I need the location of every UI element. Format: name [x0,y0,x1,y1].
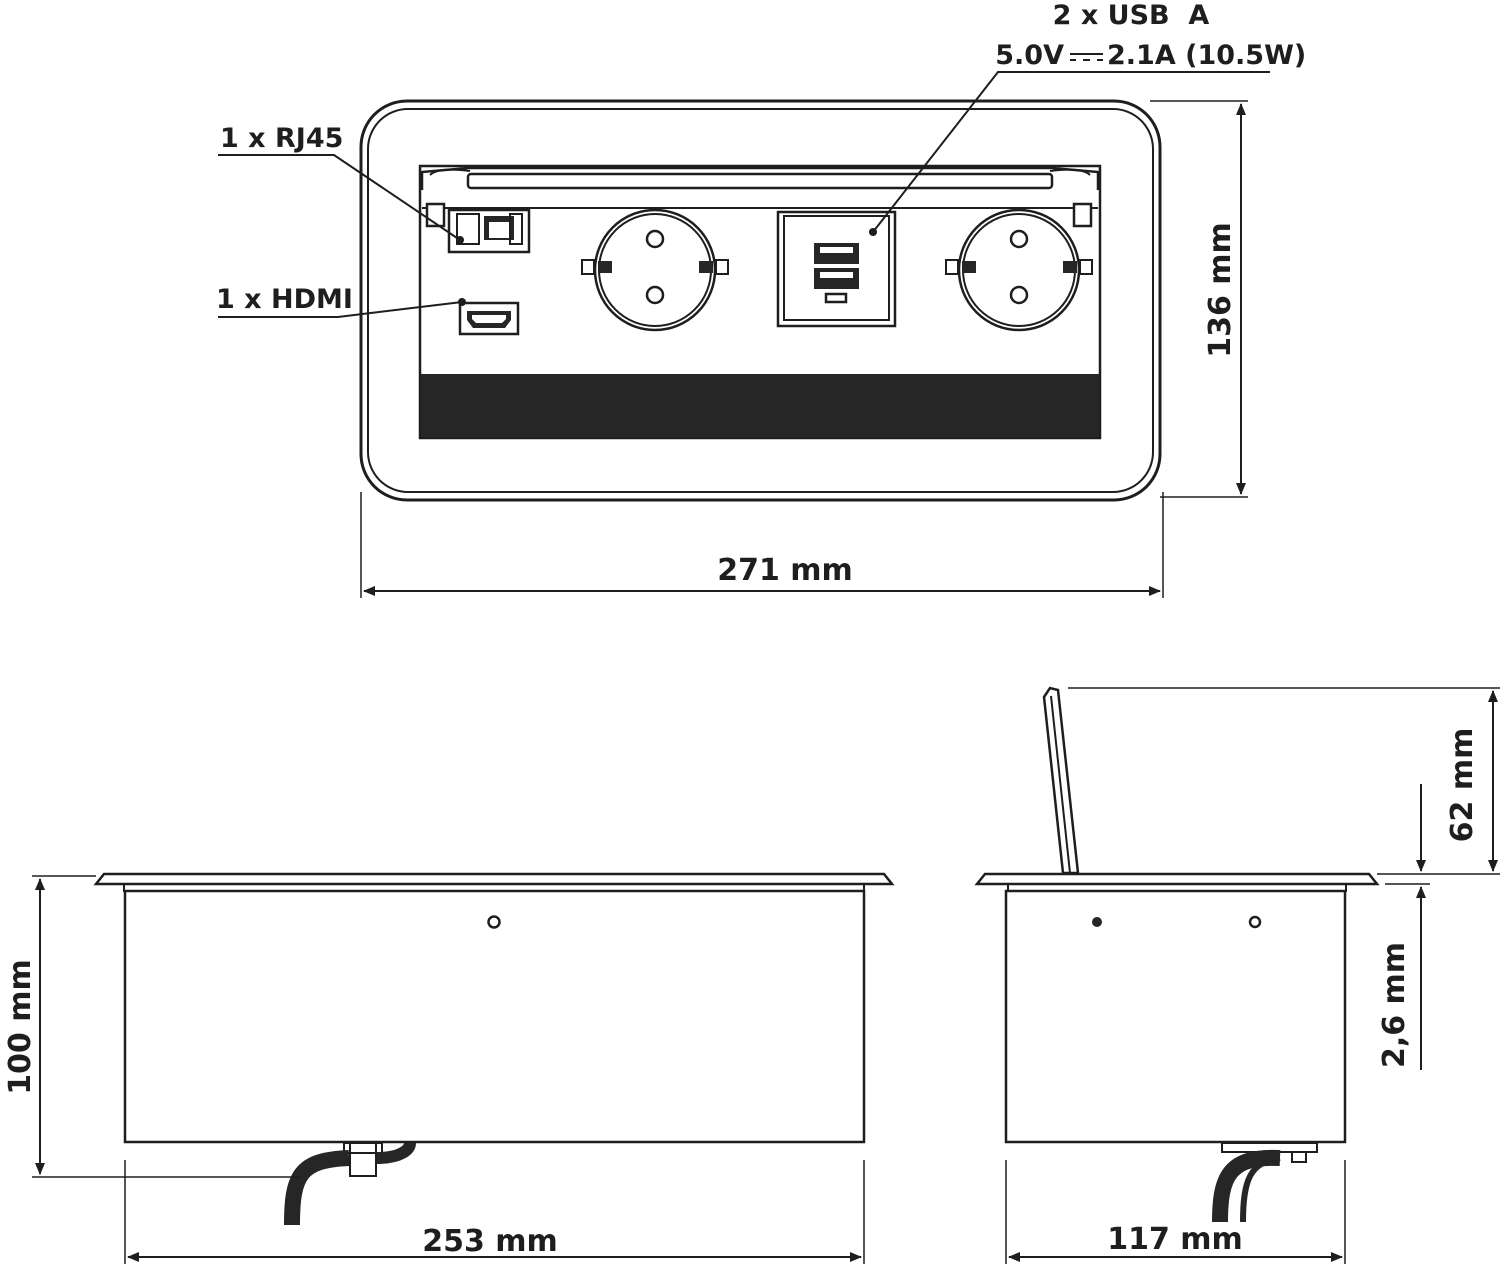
usb-port-1 [814,243,859,264]
dc-symbol-icon [1070,53,1103,61]
dimension-top-width [360,492,1164,598]
rj45-port [447,208,531,254]
leader-usb [869,71,1270,236]
side-view: 62 mm 2,6 mm 117 mm [974,686,1500,1264]
usb-module [776,210,897,328]
front-flange [93,872,895,886]
dimension-side-width [1005,1160,1346,1264]
leader-rj45 [218,154,464,244]
top-frame-outer [359,99,1162,502]
side-body [1004,889,1347,1144]
front-screw [487,915,501,929]
side-lid [1042,686,1080,875]
label-flange-thickness: 2,6 mm [1377,942,1412,1068]
side-screw-1 [1092,917,1102,927]
label-rj45: 1 x RJ45 [220,123,343,154]
hdmi-port [458,301,520,336]
hinge-clip-right [1072,202,1093,228]
label-lid-height: 62 mm [1445,728,1480,843]
top-opening [418,164,1102,440]
label-usb-voltage: 5.0V [995,40,1064,71]
lid-hinge [420,166,1100,190]
side-flange [974,872,1380,886]
hinge-curves [429,168,1091,176]
front-cable [284,1141,416,1226]
socket-right [945,208,1093,332]
label-side-width: 117 mm [1107,1222,1243,1257]
dimension-flange-thickness [1385,784,1430,1070]
label-top-width: 271 mm [717,553,853,588]
dark-band [421,374,1099,437]
label-front-height: 100 mm [3,959,38,1095]
front-view: 100 mm 253 mm [3,872,895,1264]
top-frame-inner [367,108,1154,493]
side-cable [1212,1142,1318,1223]
dimension-top-height [1150,100,1248,498]
usb-port-2 [814,268,859,289]
label-top-height: 136 mm [1203,222,1238,358]
lid-bar [466,172,1054,190]
dimension-front-width [124,1160,865,1264]
label-front-width: 253 mm [422,1224,558,1259]
leader-hdmi [218,298,466,318]
side-lid-edge [1050,695,1071,874]
socket-left [581,208,729,332]
label-hdmi: 1 x HDMI [216,284,353,315]
label-usb-current: 2.1A (10.5W) [1107,40,1306,71]
label-usb-count: 2 x USB A [1053,0,1210,31]
dimension-front-height [32,875,300,1178]
top-view: 2 x USB A 5.0V 2.1A (10.5W) 1 x RJ45 1 x… [216,0,1306,598]
front-body [123,889,866,1144]
dimension-lid-height [1068,687,1500,875]
side-screw-2 [1248,915,1262,929]
